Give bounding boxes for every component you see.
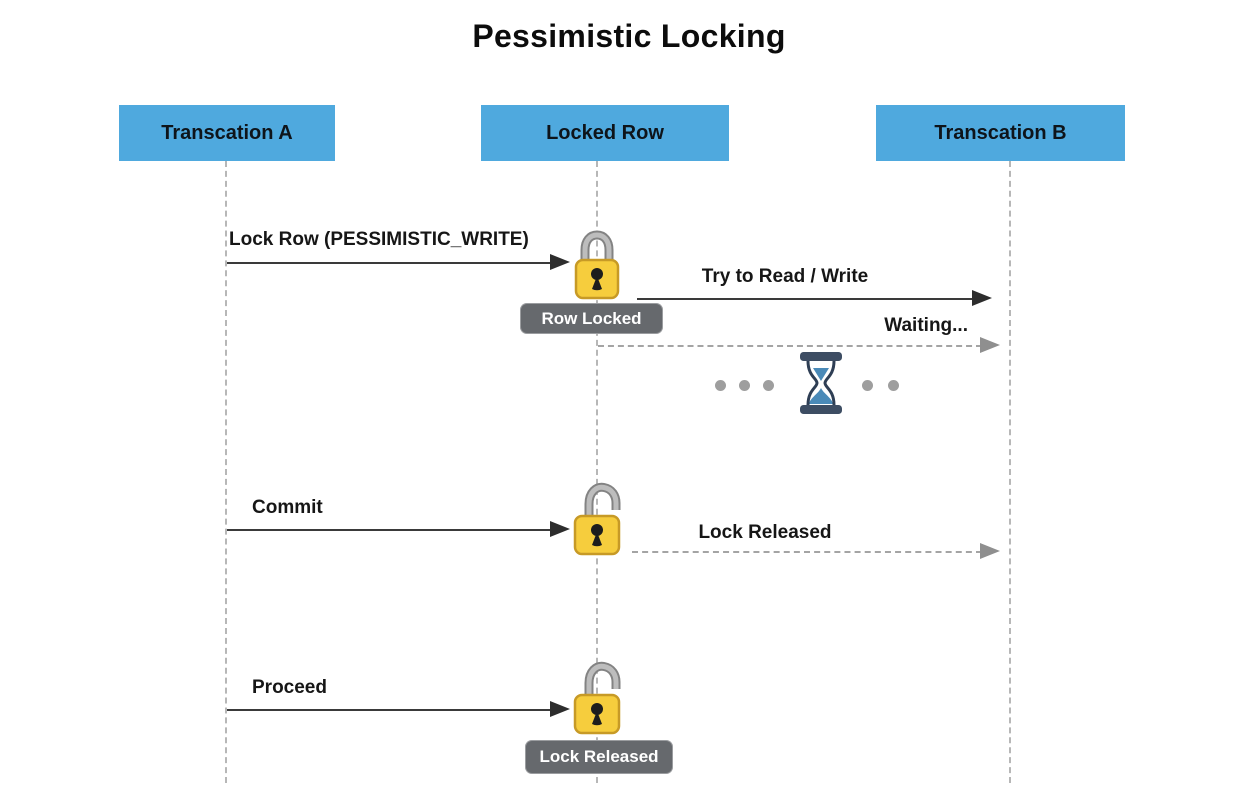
actor-transaction-a-label: Transcation A	[161, 121, 293, 144]
lock-released-badge-label: Lock Released	[539, 747, 659, 766]
arrow-lock-released-shaft	[632, 551, 982, 553]
row-locked-badge: Row Locked	[520, 303, 663, 334]
arrow-commit-head	[550, 521, 570, 537]
open-padlock-icon	[567, 661, 631, 744]
waiting-dot	[888, 380, 899, 391]
waiting-dot	[862, 380, 873, 391]
hourglass-icon	[798, 352, 844, 419]
lifeline-transaction-a	[225, 161, 227, 783]
diagram-title: Pessimistic Locking	[472, 18, 786, 54]
closed-padlock-icon	[568, 227, 626, 308]
arrow-waiting-head	[980, 337, 1000, 353]
message-label-lock-row: Lock Row (PESSIMISTIC_WRITE)	[229, 229, 529, 250]
actor-locked-row: Locked Row	[481, 105, 729, 161]
message-label-waiting: Waiting...	[884, 315, 968, 336]
arrow-waiting-shaft	[598, 345, 982, 347]
arrow-try-read-write-head	[972, 290, 992, 306]
message-label-commit: Commit	[252, 497, 323, 518]
open-padlock-icon	[567, 482, 631, 565]
row-locked-badge-label: Row Locked	[541, 308, 642, 328]
message-label-try-read-write: Try to Read / Write	[701, 266, 869, 287]
lifeline-transaction-b	[1009, 161, 1011, 783]
waiting-dot	[763, 380, 774, 391]
actor-transaction-b: Transcation B	[876, 105, 1125, 161]
arrow-lock-row-shaft	[227, 262, 552, 264]
actor-transaction-a: Transcation A	[119, 105, 335, 161]
actor-transaction-b-label: Transcation B	[934, 121, 1067, 144]
lifeline-locked-row	[596, 161, 598, 783]
arrow-lock-row-head	[550, 254, 570, 270]
message-label-lock-released: Lock Released	[698, 522, 832, 543]
waiting-dot	[715, 380, 726, 391]
lock-released-badge: Lock Released	[525, 740, 673, 774]
arrow-commit-shaft	[227, 529, 552, 531]
message-label-proceed: Proceed	[252, 677, 327, 698]
arrow-try-read-write-shaft	[637, 298, 974, 300]
arrow-lock-released-head	[980, 543, 1000, 559]
arrow-proceed-head	[550, 701, 570, 717]
arrow-proceed-shaft	[227, 709, 552, 711]
actor-locked-row-label: Locked Row	[546, 121, 664, 144]
waiting-dot	[739, 380, 750, 391]
